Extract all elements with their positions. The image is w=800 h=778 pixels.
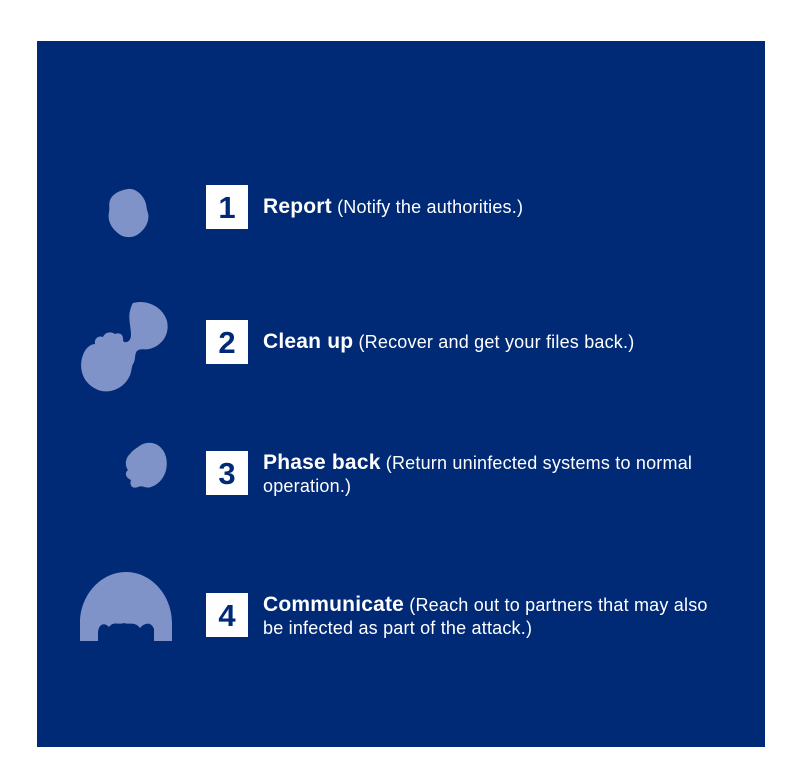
step-description: (Notify the authorities.) [337,197,524,217]
step-text: Clean up (Recover and get your files bac… [263,320,718,364]
step-text: Communicate (Reach out to partners that … [263,593,718,640]
step-description: (Recover and get your files back.) [358,332,635,352]
step-text: Report (Notify the authorities.) [263,185,718,229]
communicate-blob-icon [78,566,174,643]
step-number: 1 [218,189,236,225]
step-number-box: 3 [206,451,248,495]
steps-panel: 1 Report (Notify the authorities.) 2 Cle… [37,41,765,747]
step-label: Communicate [263,593,405,616]
step-number-box: 1 [206,185,248,229]
step-text: Phase back (Return uninfected systems to… [263,451,718,498]
step-description: (Reach out to partners that may also be … [263,595,708,638]
report-blob-icon [102,187,154,239]
step-number-box: 2 [206,320,248,364]
step-label: Phase back [263,451,381,474]
step-number: 3 [218,455,236,491]
step-label: Report [263,195,332,218]
cleanup-blob-icon [77,299,169,393]
phase-back-blob-icon [121,439,169,489]
step-description: (Return uninfected systems to normal ope… [263,453,693,496]
step-number-box: 4 [206,593,248,637]
step-number: 2 [218,324,236,360]
step-number: 4 [218,597,236,633]
step-label: Clean up [263,330,354,353]
